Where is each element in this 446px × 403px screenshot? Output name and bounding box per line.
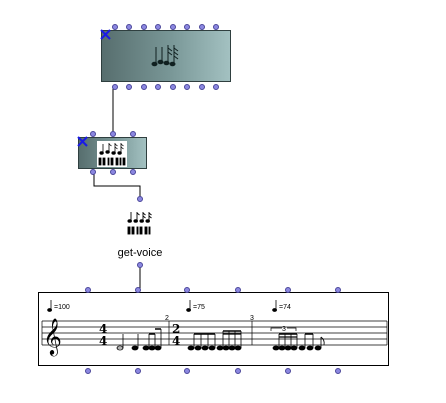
outlet[interactable] <box>199 84 205 90</box>
tempo-marker: =75 <box>193 304 205 311</box>
score-box[interactable]: 𝄞 4 4 2 4 2 3 3 <box>38 292 389 366</box>
inlet[interactable] <box>155 24 161 30</box>
get-voice-icon[interactable] <box>127 211 154 235</box>
outlet[interactable] <box>155 84 161 90</box>
time-sig-2-top: 2 <box>172 322 180 336</box>
inlet[interactable] <box>335 287 341 293</box>
top-box[interactable] <box>101 30 231 82</box>
time-sig-top: 4 <box>99 322 107 336</box>
outlet[interactable] <box>126 84 132 90</box>
outlet[interactable] <box>184 368 190 374</box>
inlet[interactable] <box>184 287 190 293</box>
tuplet-label: 3 <box>282 326 286 333</box>
cord-mid-to-getvoice[interactable] <box>93 171 141 197</box>
measure-number: 2 <box>165 315 169 322</box>
outlet[interactable] <box>137 262 143 268</box>
score-notation: 𝄞 4 4 2 4 2 3 3 <box>41 300 388 356</box>
outlet[interactable] <box>85 368 91 374</box>
mid-box[interactable] <box>78 137 147 169</box>
measure-number: 3 <box>250 315 254 322</box>
outlet[interactable] <box>285 368 291 374</box>
inlet[interactable] <box>213 24 219 30</box>
inlet[interactable] <box>141 24 147 30</box>
outlet[interactable] <box>141 84 147 90</box>
inlet[interactable] <box>135 287 141 293</box>
outlet[interactable] <box>135 368 141 374</box>
inlet[interactable] <box>85 287 91 293</box>
outlet[interactable] <box>213 84 219 90</box>
outlet[interactable] <box>130 169 136 175</box>
get-voice-label[interactable]: get-voice <box>117 247 163 259</box>
inlet[interactable] <box>112 24 118 30</box>
outlet[interactable] <box>110 169 116 175</box>
inlet[interactable] <box>235 287 241 293</box>
time-sig-2-bottom: 4 <box>172 334 180 348</box>
tempo-marker: =100 <box>54 304 70 311</box>
notes-icon <box>151 45 179 67</box>
outlet[interactable] <box>184 84 190 90</box>
voice-icon <box>97 141 127 167</box>
time-sig-bottom: 4 <box>99 334 107 348</box>
inlet[interactable] <box>126 24 132 30</box>
outlet[interactable] <box>235 368 241 374</box>
outlet[interactable] <box>170 84 176 90</box>
treble-clef-icon: 𝄞 <box>43 317 62 356</box>
outlet[interactable] <box>112 84 118 90</box>
inlet[interactable] <box>110 131 116 137</box>
tempo-marker: =74 <box>279 304 291 311</box>
close-x-icon[interactable] <box>77 136 88 147</box>
close-x-icon[interactable] <box>100 29 111 40</box>
inlet[interactable] <box>285 287 291 293</box>
inlet[interactable] <box>170 24 176 30</box>
inlet[interactable] <box>90 131 96 137</box>
inlet[interactable] <box>130 131 136 137</box>
outlet[interactable] <box>335 368 341 374</box>
outlet[interactable] <box>90 169 96 175</box>
inlet[interactable] <box>184 24 190 30</box>
inlet[interactable] <box>137 196 143 202</box>
inlet[interactable] <box>199 24 205 30</box>
